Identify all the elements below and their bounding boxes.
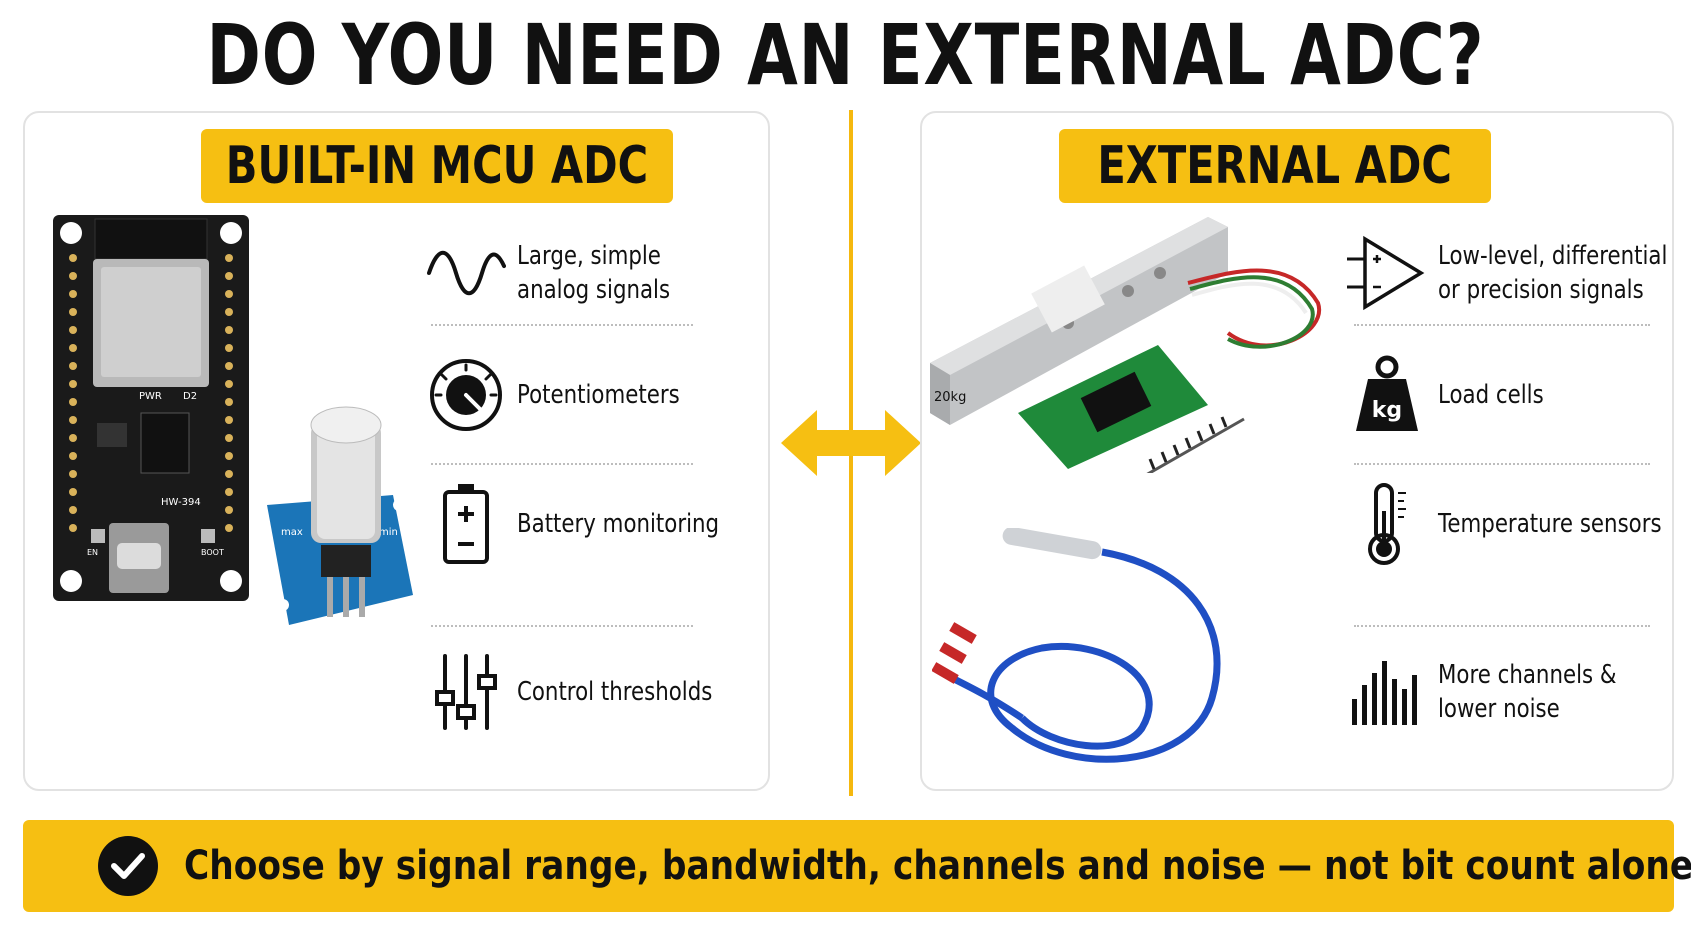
board-model-label: HW-394 [161, 497, 201, 508]
separator [1354, 625, 1650, 627]
external-adc-panel: EXTERNAL ADC 20kg [920, 111, 1674, 791]
temperature-probe-illustration [932, 528, 1221, 763]
pwr-label: PWR [139, 391, 162, 402]
feature-large-signals: Large, simple analog signals [421, 228, 704, 318]
built-in-adc-heading: BUILT-IN MCU ADC [201, 129, 673, 203]
feature-channels: More channels & lower noise [1342, 647, 1656, 737]
feature-thresholds: Control thresholds [421, 647, 755, 737]
separator [1354, 324, 1650, 326]
page-title: DO YOU NEED AN EXTERNAL ADC? [206, 6, 1485, 104]
feature-temperature: Temperature sensors [1342, 479, 1691, 569]
weight-badge: kg [1372, 398, 1402, 423]
summary-text: Choose by signal range, bandwidth, chann… [184, 843, 1691, 889]
boot-label: BOOT [201, 548, 224, 557]
sine-wave-icon [421, 228, 511, 318]
esp32-board-illustration: PWR D2 HW-394 BOOT EN [53, 215, 249, 601]
op-amp-icon [1342, 228, 1432, 318]
en-label: EN [87, 548, 98, 557]
separator [431, 324, 693, 326]
load-cell-illustration: 20kg [930, 217, 1322, 473]
bars-icon [1342, 647, 1432, 737]
separator [1354, 463, 1650, 465]
summary-banner: Choose by signal range, bandwidth, chann… [23, 820, 1691, 912]
knob-max-label: max [281, 527, 303, 538]
double-arrow-icon [781, 410, 921, 476]
thermometer-icon [1342, 479, 1432, 569]
d2-label: D2 [183, 391, 197, 402]
feature-potentiometers: Potentiometers [421, 350, 715, 440]
weight-icon: kg [1342, 350, 1432, 440]
feature-battery: Battery monitoring [421, 479, 763, 569]
knob-icon [421, 350, 511, 440]
external-adc-heading: EXTERNAL ADC [1059, 129, 1491, 203]
separator [431, 625, 693, 627]
knob-min-label: min [379, 527, 398, 538]
feature-precision-signals: Low-level, differential or precision sig… [1342, 228, 1691, 318]
load-cell-rating: 20kg [934, 390, 966, 405]
battery-icon [421, 479, 511, 569]
potentiometer-module-illustration: max min [267, 406, 413, 625]
sliders-icon [421, 647, 511, 737]
separator [431, 463, 693, 465]
feature-load-cells: kg Load cells [1342, 350, 1567, 440]
checkmark-icon [98, 836, 158, 896]
built-in-adc-panel: BUILT-IN MCU ADC PWR D2 HW-394 BOOT [23, 111, 770, 791]
